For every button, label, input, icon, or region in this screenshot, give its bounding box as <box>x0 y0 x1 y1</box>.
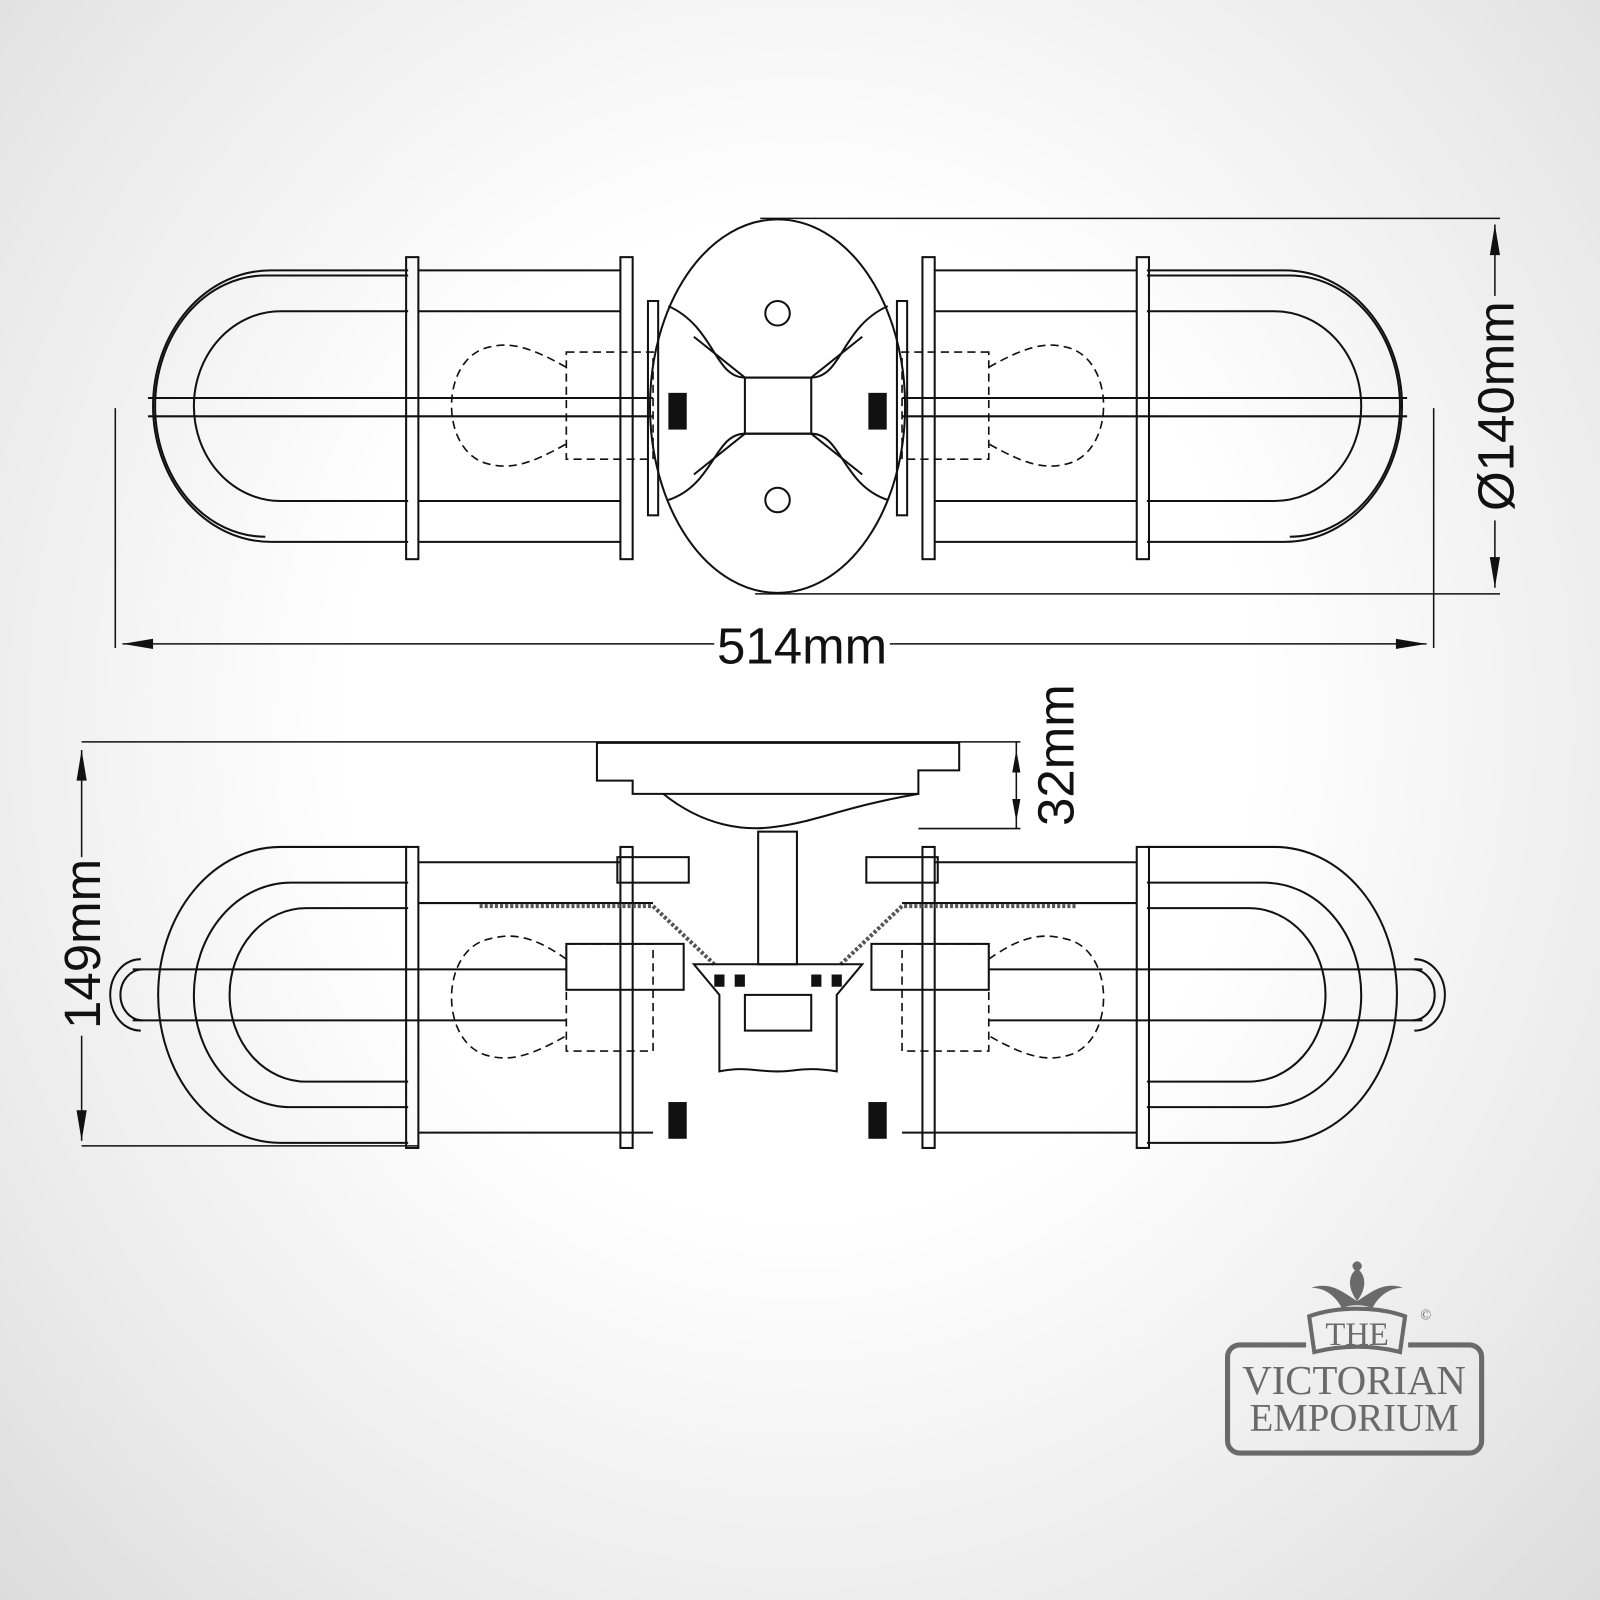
svg-text:©: © <box>1420 1307 1431 1323</box>
top-view <box>146 218 1409 594</box>
side-view <box>110 741 1445 1148</box>
mounting-hole <box>764 486 791 514</box>
dimension-diameter: Ø140mm <box>755 217 1524 595</box>
victorian-emporium-logo: THE © VICTORIAN EMPORIUM <box>1225 1261 1485 1456</box>
svg-text:THE: THE <box>1325 1317 1388 1353</box>
plate-depth-label: 32mm <box>1027 684 1084 826</box>
svg-text:VICTORIAN: VICTORIAN <box>1242 1358 1466 1403</box>
dimension-height: 149mm <box>54 750 419 1147</box>
dimension-plate-depth: 32mm <box>81 684 1084 830</box>
dimension-width: 514mm <box>114 408 1435 674</box>
mounting-hole <box>764 300 791 327</box>
height-label: 149mm <box>54 859 111 1029</box>
svg-text:EMPORIUM: EMPORIUM <box>1250 1397 1459 1440</box>
width-label: 514mm <box>717 617 887 674</box>
diameter-label: Ø140mm <box>1467 301 1524 511</box>
ceiling-plate-outline <box>648 218 907 594</box>
